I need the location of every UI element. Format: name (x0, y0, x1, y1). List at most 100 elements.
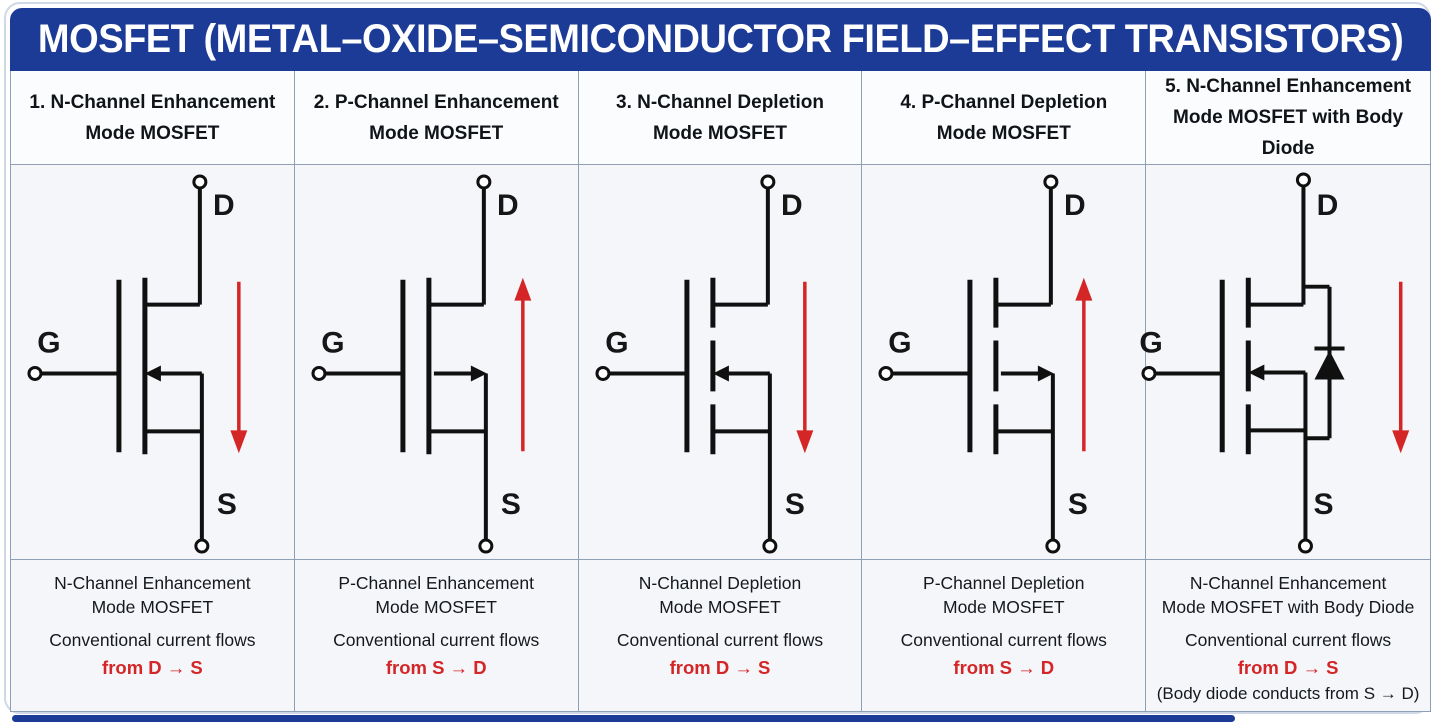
description-cell: N-Channel Enhancement Mode MOSFET with B… (1146, 560, 1430, 711)
description-cell: P-Channel Enhancement Mode MOSFET Conven… (295, 560, 578, 711)
column-header: 4. P-Channel Depletion Mode MOSFET (862, 71, 1146, 165)
description-cell: N-Channel Depletion Mode MOSFET Conventi… (579, 560, 862, 711)
description-cell: P-Channel Depletion Mode MOSFET Conventi… (862, 560, 1145, 711)
description-line2: Mode MOSFET (659, 597, 781, 617)
drain-label: D (1317, 189, 1339, 222)
mosfet-symbol-svg: D G S (595, 174, 813, 554)
column-n-depletion: 3. N-Channel Depletion Mode MOSFET D (578, 71, 863, 711)
body-arrow-icon (470, 365, 487, 382)
title-bar: MOSFET (METAL–OXIDE–SEMICONDUCTOR FIELD–… (10, 8, 1431, 71)
column-n-enhancement-body-diode: 5. N-Channel Enhancement Mode MOSFET wit… (1139, 71, 1430, 711)
flow-label: Conventional current flows (49, 630, 256, 650)
source-label: S (784, 488, 804, 521)
gate-terminal-icon (311, 365, 327, 381)
column-header: 2. P-Channel Enhancement Mode MOSFET (294, 71, 578, 165)
column-header-line1: 2. P-Channel Enhancement (313, 91, 559, 113)
gate-label: G (321, 327, 344, 360)
body-arrow-icon (1248, 364, 1265, 381)
source-terminal-icon (194, 538, 210, 554)
current-arrowhead-icon (514, 277, 532, 301)
source-terminal-icon (1298, 538, 1314, 554)
gate-terminal-icon (27, 365, 43, 381)
column-header: 3. N-Channel Depletion Mode MOSFET (578, 71, 862, 165)
description-line1: N-Channel Depletion (638, 573, 802, 593)
description-line2: Mode MOSFET with Body Diode (1161, 597, 1415, 617)
body-arrow-icon (144, 365, 161, 382)
flow-label: Conventional current flows (900, 630, 1107, 650)
column-header-line2: Mode MOSFET (652, 122, 788, 144)
column-header-line2: Mode MOSFET (936, 122, 1071, 144)
column-p-depletion: 4. P-Channel Depletion Mode MOSFET D (862, 71, 1147, 711)
source-label: S (217, 488, 237, 521)
source-label: S (1314, 488, 1334, 521)
drain-label: D (1064, 189, 1086, 222)
source-label: S (1068, 488, 1088, 521)
drain-terminal-icon (1043, 174, 1059, 190)
description-line1: N-Channel Enhancement (54, 573, 251, 593)
mosfet-symbol-svg: D G S (311, 174, 532, 554)
column-header: 5. N-Channel Enhancement Mode MOSFET wit… (1146, 71, 1430, 165)
drain-terminal-icon (192, 174, 208, 190)
description-line1: N-Channel Enhancement (1189, 573, 1387, 593)
mosfet-symbol-cell: D G S (294, 165, 578, 560)
drain-terminal-icon (1296, 172, 1312, 188)
mosfet-symbol-svg: D G S (1139, 172, 1410, 554)
gate-label: G (37, 327, 60, 360)
column-header-line1: 1. N-Channel Enhancement (29, 91, 276, 113)
mosfet-symbol-cell: D G S (578, 165, 862, 560)
gate-label: G (889, 327, 912, 360)
body-arrow-icon (1038, 365, 1055, 382)
page-title: MOSFET (METAL–OXIDE–SEMICONDUCTOR FIELD–… (37, 17, 1404, 61)
source-terminal-icon (761, 538, 777, 554)
column-n-enhancement: 1. N-Channel Enhancement Mode MOSFET D G… (11, 71, 295, 711)
description-cell: N-Channel Enhancement Mode MOSFET Conven… (11, 560, 294, 711)
column-p-enhancement: 2. P-Channel Enhancement Mode MOSFET D G… (294, 71, 579, 711)
source-terminal-icon (478, 538, 494, 554)
flow-label: Conventional current flows (1184, 630, 1392, 650)
body-diode-note: (Body diode conducts from S → D) (1156, 684, 1420, 703)
mosfet-symbol-cell: D G S (1139, 165, 1430, 560)
flow-direction: from S → D (385, 657, 487, 678)
bottom-accent-bar (12, 715, 1235, 722)
mosfet-table: 1. N-Channel Enhancement Mode MOSFET D G… (10, 71, 1431, 712)
mosfet-symbol-cell: D G S (862, 165, 1146, 560)
column-header-line1: 3. N-Channel Depletion (616, 91, 824, 113)
description-line1: P-Channel Depletion (923, 573, 1085, 593)
column-header-line1: 4. P-Channel Depletion (900, 91, 1108, 113)
flow-direction: from D → S (102, 657, 203, 678)
drain-terminal-icon (759, 174, 775, 190)
current-arrowhead-icon (1075, 277, 1093, 301)
column-header-line2: Mode MOSFET with Body Diode (1173, 107, 1404, 159)
description-line2: Mode MOSFET (91, 597, 214, 617)
description-line2: Mode MOSFET (943, 597, 1065, 617)
mosfet-symbol-cell: D G S (11, 165, 294, 560)
current-arrowhead-icon (230, 430, 248, 454)
flow-direction: from D → S (1237, 657, 1339, 678)
drain-label: D (497, 189, 519, 222)
drain-label: D (213, 189, 235, 222)
column-header-line2: Mode MOSFET (85, 122, 220, 144)
body-diode-icon (1314, 350, 1345, 380)
column-header-line2: Mode MOSFET (369, 122, 504, 144)
column-header: 1. N-Channel Enhancement Mode MOSFET (11, 71, 294, 165)
flow-label: Conventional current flows (616, 630, 824, 650)
description-line1: P-Channel Enhancement (338, 573, 534, 593)
current-arrowhead-icon (795, 430, 813, 454)
gate-terminal-icon (595, 365, 611, 381)
drain-terminal-icon (476, 174, 492, 190)
flow-direction: from D → S (669, 657, 771, 678)
gate-label: G (1139, 327, 1162, 360)
gate-terminal-icon (1141, 365, 1157, 381)
description-line2: Mode MOSFET (375, 597, 497, 617)
source-label: S (501, 488, 521, 521)
current-arrowhead-icon (1392, 430, 1410, 454)
flow-direction: from S → D (953, 657, 1055, 678)
flow-label: Conventional current flows (333, 630, 540, 650)
mosfet-symbol-svg: D G S (27, 174, 248, 554)
gate-label: G (605, 327, 628, 360)
mosfet-symbol-svg: D G S (878, 174, 1093, 554)
source-terminal-icon (1045, 538, 1061, 554)
body-arrow-icon (712, 365, 729, 382)
gate-terminal-icon (878, 365, 894, 381)
